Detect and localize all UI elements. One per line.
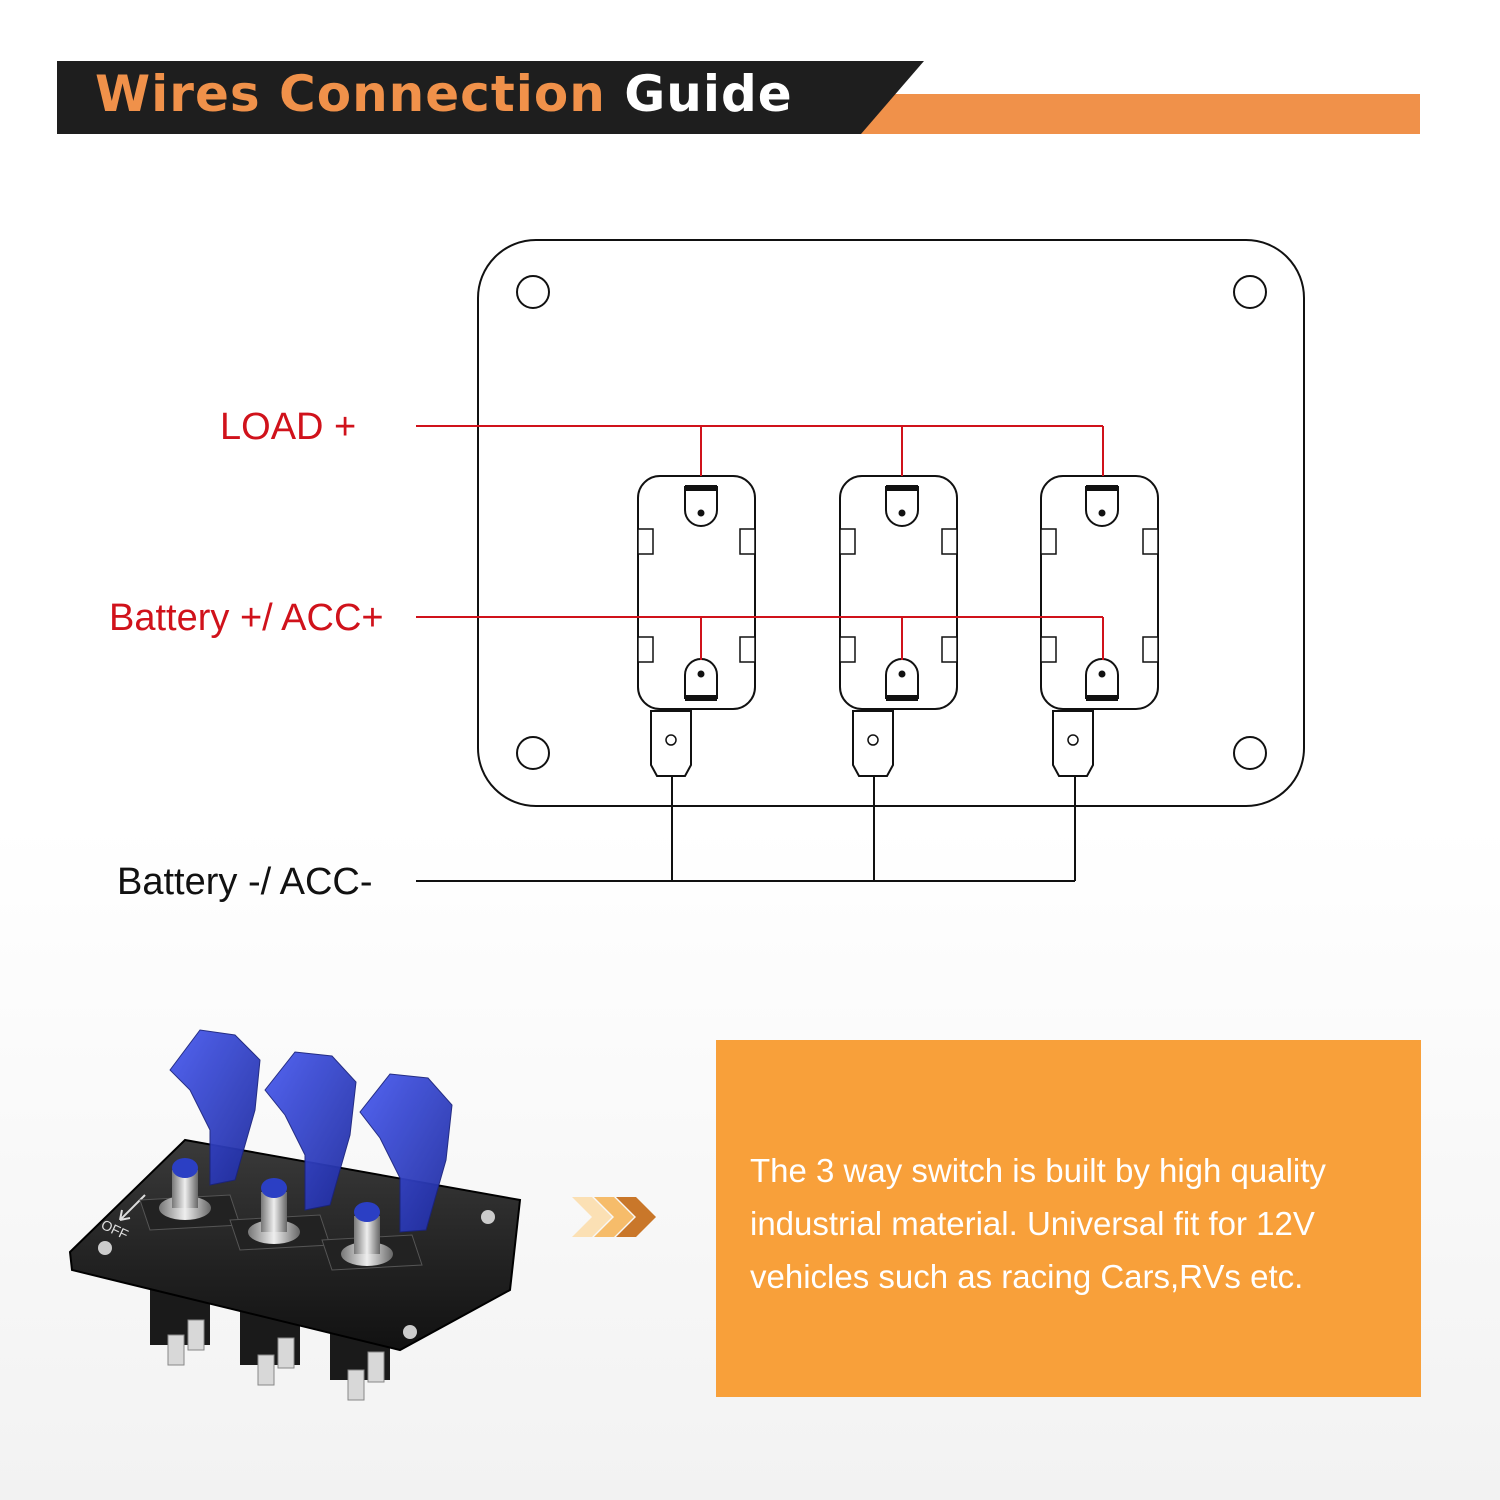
mount-hole-top-left	[516, 275, 550, 309]
page-title-part1: Wires Connection	[95, 65, 606, 123]
header-banner: Wires Connection Guide	[0, 0, 1500, 160]
product-image: OFF	[68, 1029, 522, 1401]
info-box: The 3 way switch is built by high qualit…	[716, 1040, 1421, 1397]
banner-shapes	[57, 61, 1420, 134]
off-arrow-icon	[119, 1194, 146, 1221]
load-label: LOAD +	[220, 406, 357, 448]
switch-1	[637, 475, 756, 777]
banner-dark-bar	[57, 61, 924, 134]
safety-cover	[169, 1029, 261, 1186]
plate-hole	[98, 1241, 112, 1255]
switch-2	[839, 475, 958, 777]
info-text: The 3 way switch is built by high qualit…	[750, 1152, 1326, 1295]
battery-positive-label: Battery +/ ACC+	[109, 597, 384, 639]
mount-hole-top-right	[1233, 275, 1267, 309]
mount-hole-bottom-left	[516, 736, 550, 770]
mount-hole-bottom-right	[1233, 736, 1267, 770]
load-wire	[416, 425, 1104, 476]
toggle-lever	[341, 1202, 393, 1266]
toggle-lever	[248, 1178, 300, 1244]
switch-3	[1040, 475, 1159, 777]
banner-accent-stripe	[860, 94, 1420, 134]
battery-negative-wire	[416, 776, 1076, 882]
battery-negative-label: Battery -/ ACC-	[117, 861, 373, 903]
page-title-part2: Guide	[624, 65, 793, 123]
toggle-lever	[159, 1158, 211, 1220]
safety-cover	[264, 1051, 357, 1211]
plate-hole	[481, 1210, 495, 1224]
plate-hole	[403, 1325, 417, 1339]
safety-cover	[359, 1073, 453, 1233]
triple-chevron-right-icon	[572, 1197, 656, 1237]
page-title: Wires Connection Guide	[95, 62, 793, 126]
wiring-diagram	[416, 239, 1305, 882]
battery-positive-wire	[416, 616, 1104, 660]
panel-plate	[477, 239, 1305, 807]
